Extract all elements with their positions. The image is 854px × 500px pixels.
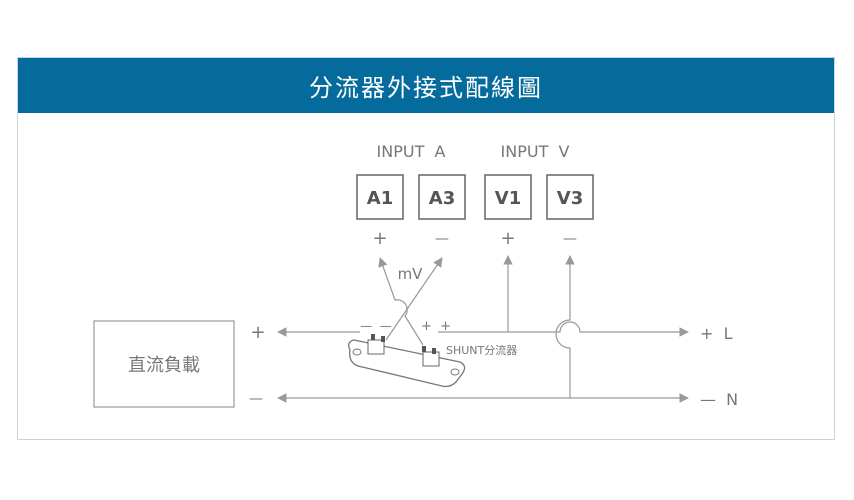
input-v-label: INPUT V (501, 142, 570, 161)
terminal-v3-label: V3 (557, 188, 583, 209)
terminal-a1-polarity: + (372, 228, 387, 249)
terminal-v1-label: V1 (495, 188, 521, 209)
positive-line (277, 321, 689, 337)
page-title: 分流器外接式配線圖 (309, 74, 543, 102)
line-l-label: + L (700, 324, 733, 343)
shunt-negative-polarity: — — (360, 319, 392, 333)
terminal-a3: A3 (418, 174, 466, 220)
terminal-v1-polarity: + (500, 228, 515, 249)
header-bar: 分流器外接式配線圖 (18, 58, 834, 113)
shunt-positive-polarity: + + (421, 319, 451, 334)
load-minus-mark: — (249, 391, 263, 407)
input-a-label: INPUT A (377, 142, 446, 161)
shunt-device (348, 334, 466, 388)
shunt-label: SHUNT分流器 (446, 343, 517, 357)
terminal-a3-polarity: — (435, 231, 449, 247)
dc-load-label: 直流負載 (128, 355, 200, 376)
terminal-a1: A1 (356, 174, 404, 220)
terminal-a1-label: A1 (367, 188, 393, 209)
mv-label: mV (398, 265, 424, 283)
terminal-a3-label: A3 (429, 188, 455, 209)
voltage-wires (503, 255, 575, 398)
terminal-v3-polarity: — (563, 231, 577, 247)
load-plus-mark: + (250, 322, 265, 343)
sense-wires (378, 257, 443, 346)
terminal-v1: V1 (484, 174, 532, 220)
dc-load-box: 直流負載 (93, 320, 235, 408)
line-n-label: — N (700, 390, 738, 409)
terminal-v3: V3 (546, 174, 594, 220)
